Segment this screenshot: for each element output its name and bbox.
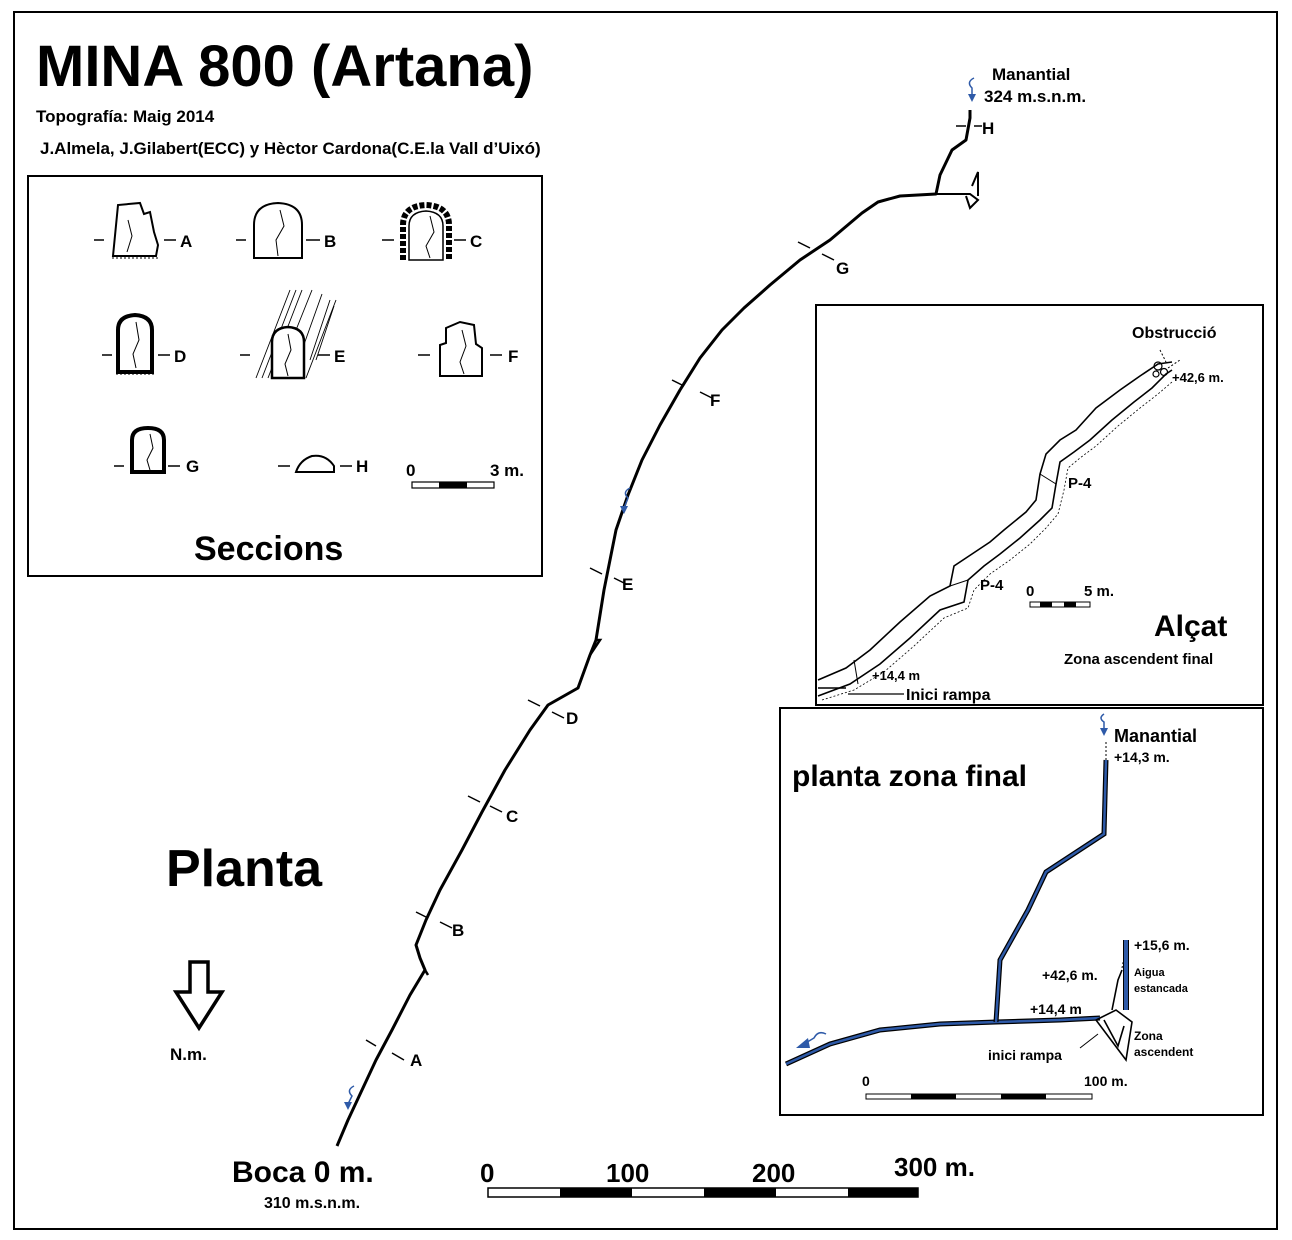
plan-scale-200: 200	[752, 1158, 795, 1188]
final-plan-water-line1: Aigua	[1134, 967, 1165, 979]
final-plan-ascending-zone	[1094, 1009, 1133, 1062]
north-arrow-icon	[172, 960, 226, 1032]
outer-frame	[13, 11, 1278, 1230]
elevation-subtitle: Zona ascendent final	[1064, 651, 1213, 668]
section-d: D	[102, 312, 186, 375]
section-ticks	[365, 125, 982, 1061]
page-title: MINA 800 (Artana)	[36, 34, 533, 99]
plan-mark-h: H	[982, 119, 994, 138]
elevation-scale-zero: 0	[1026, 583, 1034, 600]
final-plan-scale-zero: 0	[862, 1073, 870, 1089]
plan-mark-b: B	[452, 921, 464, 940]
plan-scale-300: 300 m.	[894, 1152, 975, 1182]
water-flow-icon-1	[344, 1085, 355, 1110]
section-label-b: B	[324, 232, 336, 251]
plan-scale-100: 100	[606, 1158, 649, 1188]
main-plan: A B C D E F G H Manantial 324 m.s.n.m. P…	[166, 65, 1086, 1212]
elevation-scale-end: 5 m.	[1084, 583, 1114, 600]
elevation-upper-wall	[817, 361, 1173, 681]
plan-scale-bar: 0 100 200 300 m.	[480, 1152, 975, 1198]
final-plan-spring-label: Manantial	[1114, 726, 1197, 746]
elevation-ramp-label: Inici rampa	[906, 687, 991, 704]
elevation-title: Alçat	[1154, 610, 1227, 643]
final-plan-title: planta zona final	[792, 760, 1027, 793]
sections-scale-end: 3 m.	[490, 461, 524, 480]
water-flow-icon-3	[968, 77, 976, 102]
plan-mark-g: G	[836, 259, 849, 278]
section-f: F	[418, 320, 518, 377]
elevation-top-height: +42,6 m.	[1172, 370, 1224, 385]
plan-mark-e: E	[622, 575, 633, 594]
plan-mark-d: D	[566, 709, 578, 728]
section-label-e: E	[334, 347, 345, 366]
final-plan-height-a: +15,6 m.	[1134, 937, 1190, 953]
section-b: B	[236, 201, 336, 259]
section-label-a: A	[180, 232, 192, 251]
sections-scale-bar: 0 3 m.	[406, 461, 524, 489]
water-flow-icon-2	[620, 487, 631, 514]
final-plan-ramp-label: inici rampa	[988, 1047, 1062, 1063]
elevation-ramp-height: +14,4 m	[872, 668, 920, 683]
elevation-panel: Obstrucció +42,6 m. P-4 P-4 +14,4 m Inic…	[815, 304, 1264, 706]
final-plan-water-line2: estancada	[1134, 983, 1189, 995]
final-plan-scale-bar: 0 100 m.	[862, 1073, 1128, 1100]
final-plan-flow-icon-1	[1100, 713, 1108, 736]
final-plan-spring-height: +14,3 m.	[1114, 749, 1170, 765]
section-label-h: H	[356, 457, 368, 476]
final-plan-frame	[779, 707, 1264, 1116]
final-plan-height-c: +14,4 m	[1030, 1001, 1082, 1017]
plan-mark-c: C	[506, 807, 518, 826]
plan-mark-f: F	[710, 391, 720, 410]
section-h: H	[278, 454, 368, 476]
north-label: N.m.	[170, 1045, 207, 1064]
section-label-f: F	[508, 347, 518, 366]
section-label-d: D	[174, 347, 186, 366]
final-plan-flow-icon-2	[796, 1031, 827, 1048]
final-plan-height-b: +42,6 m.	[1042, 967, 1098, 983]
final-plan-ascent-line2: ascendent	[1134, 1045, 1193, 1059]
section-e: E	[240, 289, 345, 380]
final-plan-ascent-line1: Zona	[1134, 1029, 1163, 1043]
section-c: C	[382, 201, 482, 261]
survey-authors: J.Almela, J.Gilabert(ECC) y Hèctor Cardo…	[40, 139, 541, 158]
elevation-pitch-lower: P-4	[980, 577, 1004, 594]
section-label-c: C	[470, 232, 482, 251]
plan-mark-a: A	[410, 1051, 422, 1070]
final-plan-scale-end: 100 m.	[1084, 1073, 1128, 1089]
elevation-frame	[815, 304, 1264, 706]
gallery-trace	[335, 110, 972, 1147]
elevation-scale-bar: 0 5 m.	[1026, 583, 1114, 608]
sections-panel: A B C D	[27, 175, 543, 577]
obstruction-icon	[1152, 349, 1181, 378]
entrance-altitude: 310 m.s.n.m.	[264, 1195, 360, 1212]
section-label-g: G	[186, 457, 199, 476]
sections-scale-zero: 0	[406, 461, 415, 480]
elevation-lower-wall	[817, 369, 1173, 697]
plan-spring-label: Manantial	[992, 65, 1070, 84]
final-plan-panel: planta zona final Manantial +14,3 m. +15…	[779, 707, 1264, 1116]
survey-date: Topografía: Maig 2014	[36, 107, 215, 126]
sections-title: Seccions	[194, 530, 343, 568]
plan-spring-altitude: 324 m.s.n.m.	[984, 87, 1086, 106]
section-g: G	[114, 425, 199, 476]
plan-title: Planta	[166, 840, 323, 898]
obstruction-label: Obstrucció	[1132, 325, 1217, 342]
entrance-label: Boca 0 m.	[232, 1156, 374, 1189]
plan-scale-0: 0	[480, 1158, 494, 1188]
elevation-pitch-upper: P-4	[1068, 475, 1092, 492]
section-a: A	[94, 201, 192, 259]
